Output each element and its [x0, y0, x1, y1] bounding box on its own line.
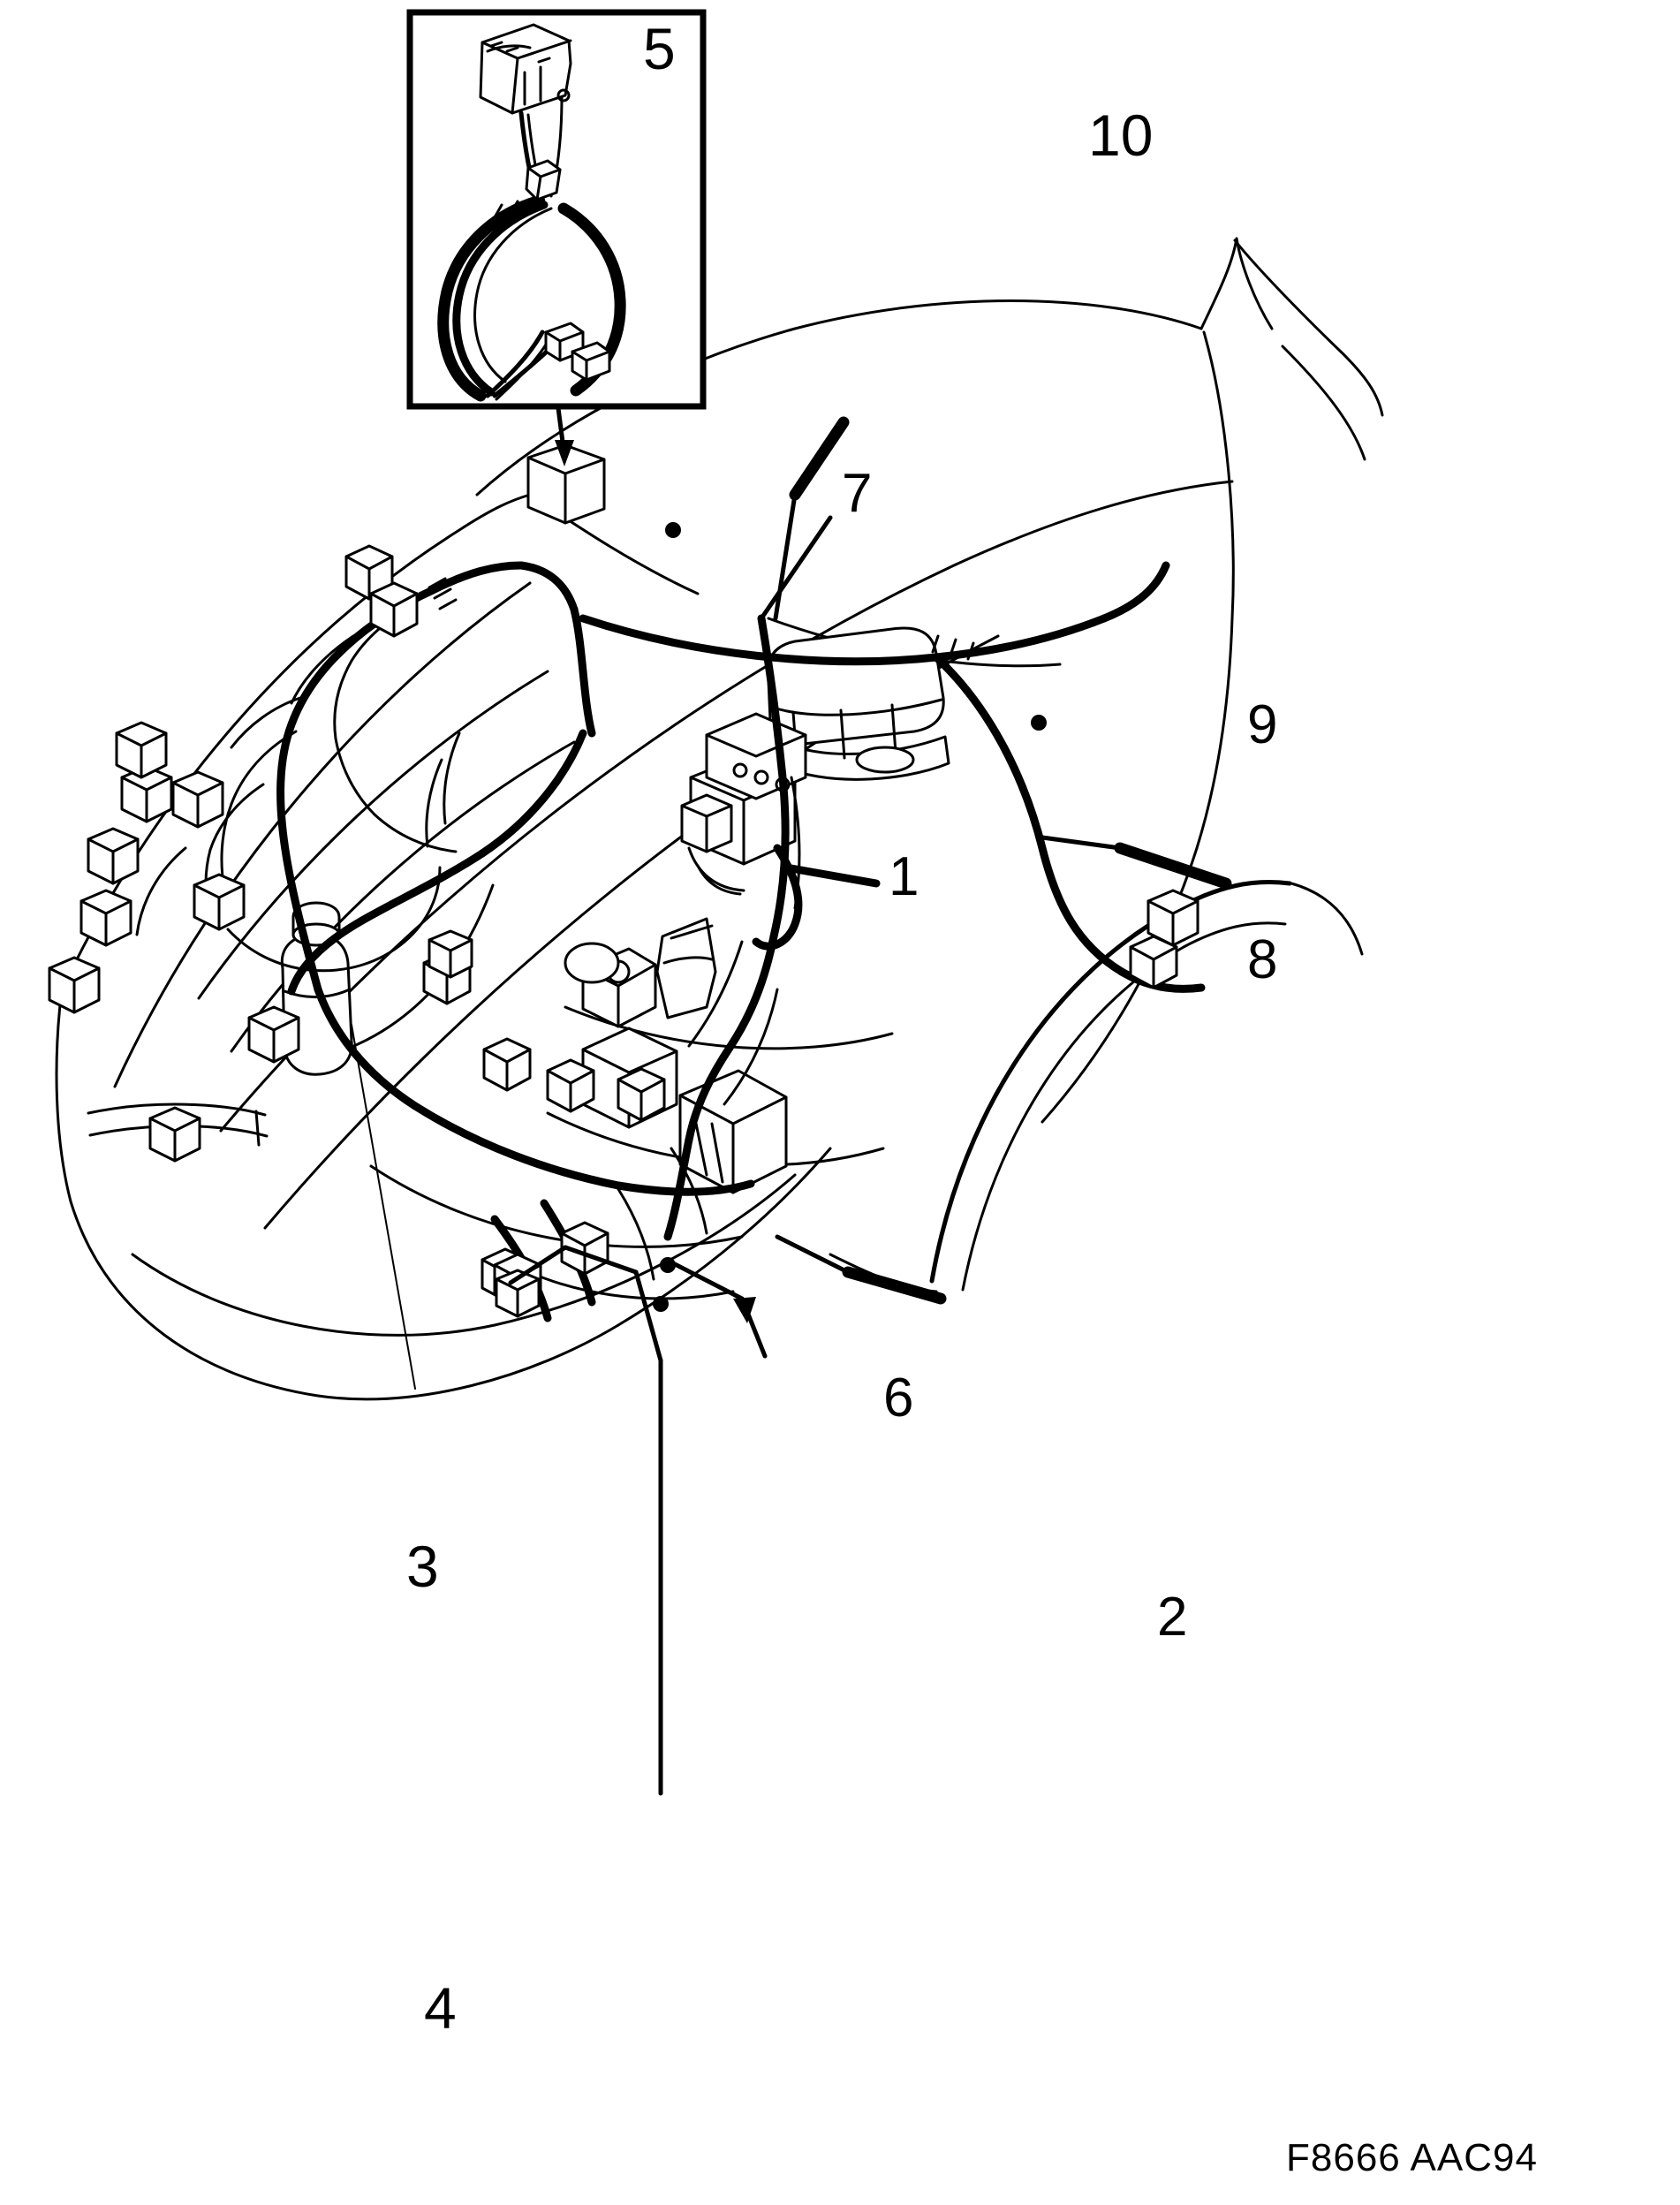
callout-number-9: 9 — [1247, 694, 1278, 755]
callout-number-5: 5 — [643, 16, 676, 81]
callout-number-2: 2 — [1157, 1587, 1188, 1648]
figure-caption: F8666 AAC94 — [1286, 2136, 1538, 2179]
callout-number-8: 8 — [1247, 929, 1278, 990]
callout-number-4: 4 — [424, 1975, 457, 2041]
callout-number-6: 6 — [883, 1368, 914, 1428]
main-label-1: 1 — [889, 846, 919, 907]
leader-lines — [351, 405, 1232, 1796]
harness-connectors — [48, 522, 1199, 1318]
callout-number-3: 3 — [406, 1534, 439, 1599]
detail-box-5[interactable] — [406, 9, 707, 410]
main-label-7: 7 — [842, 463, 873, 524]
callout-number-10: 10 — [1088, 102, 1154, 168]
